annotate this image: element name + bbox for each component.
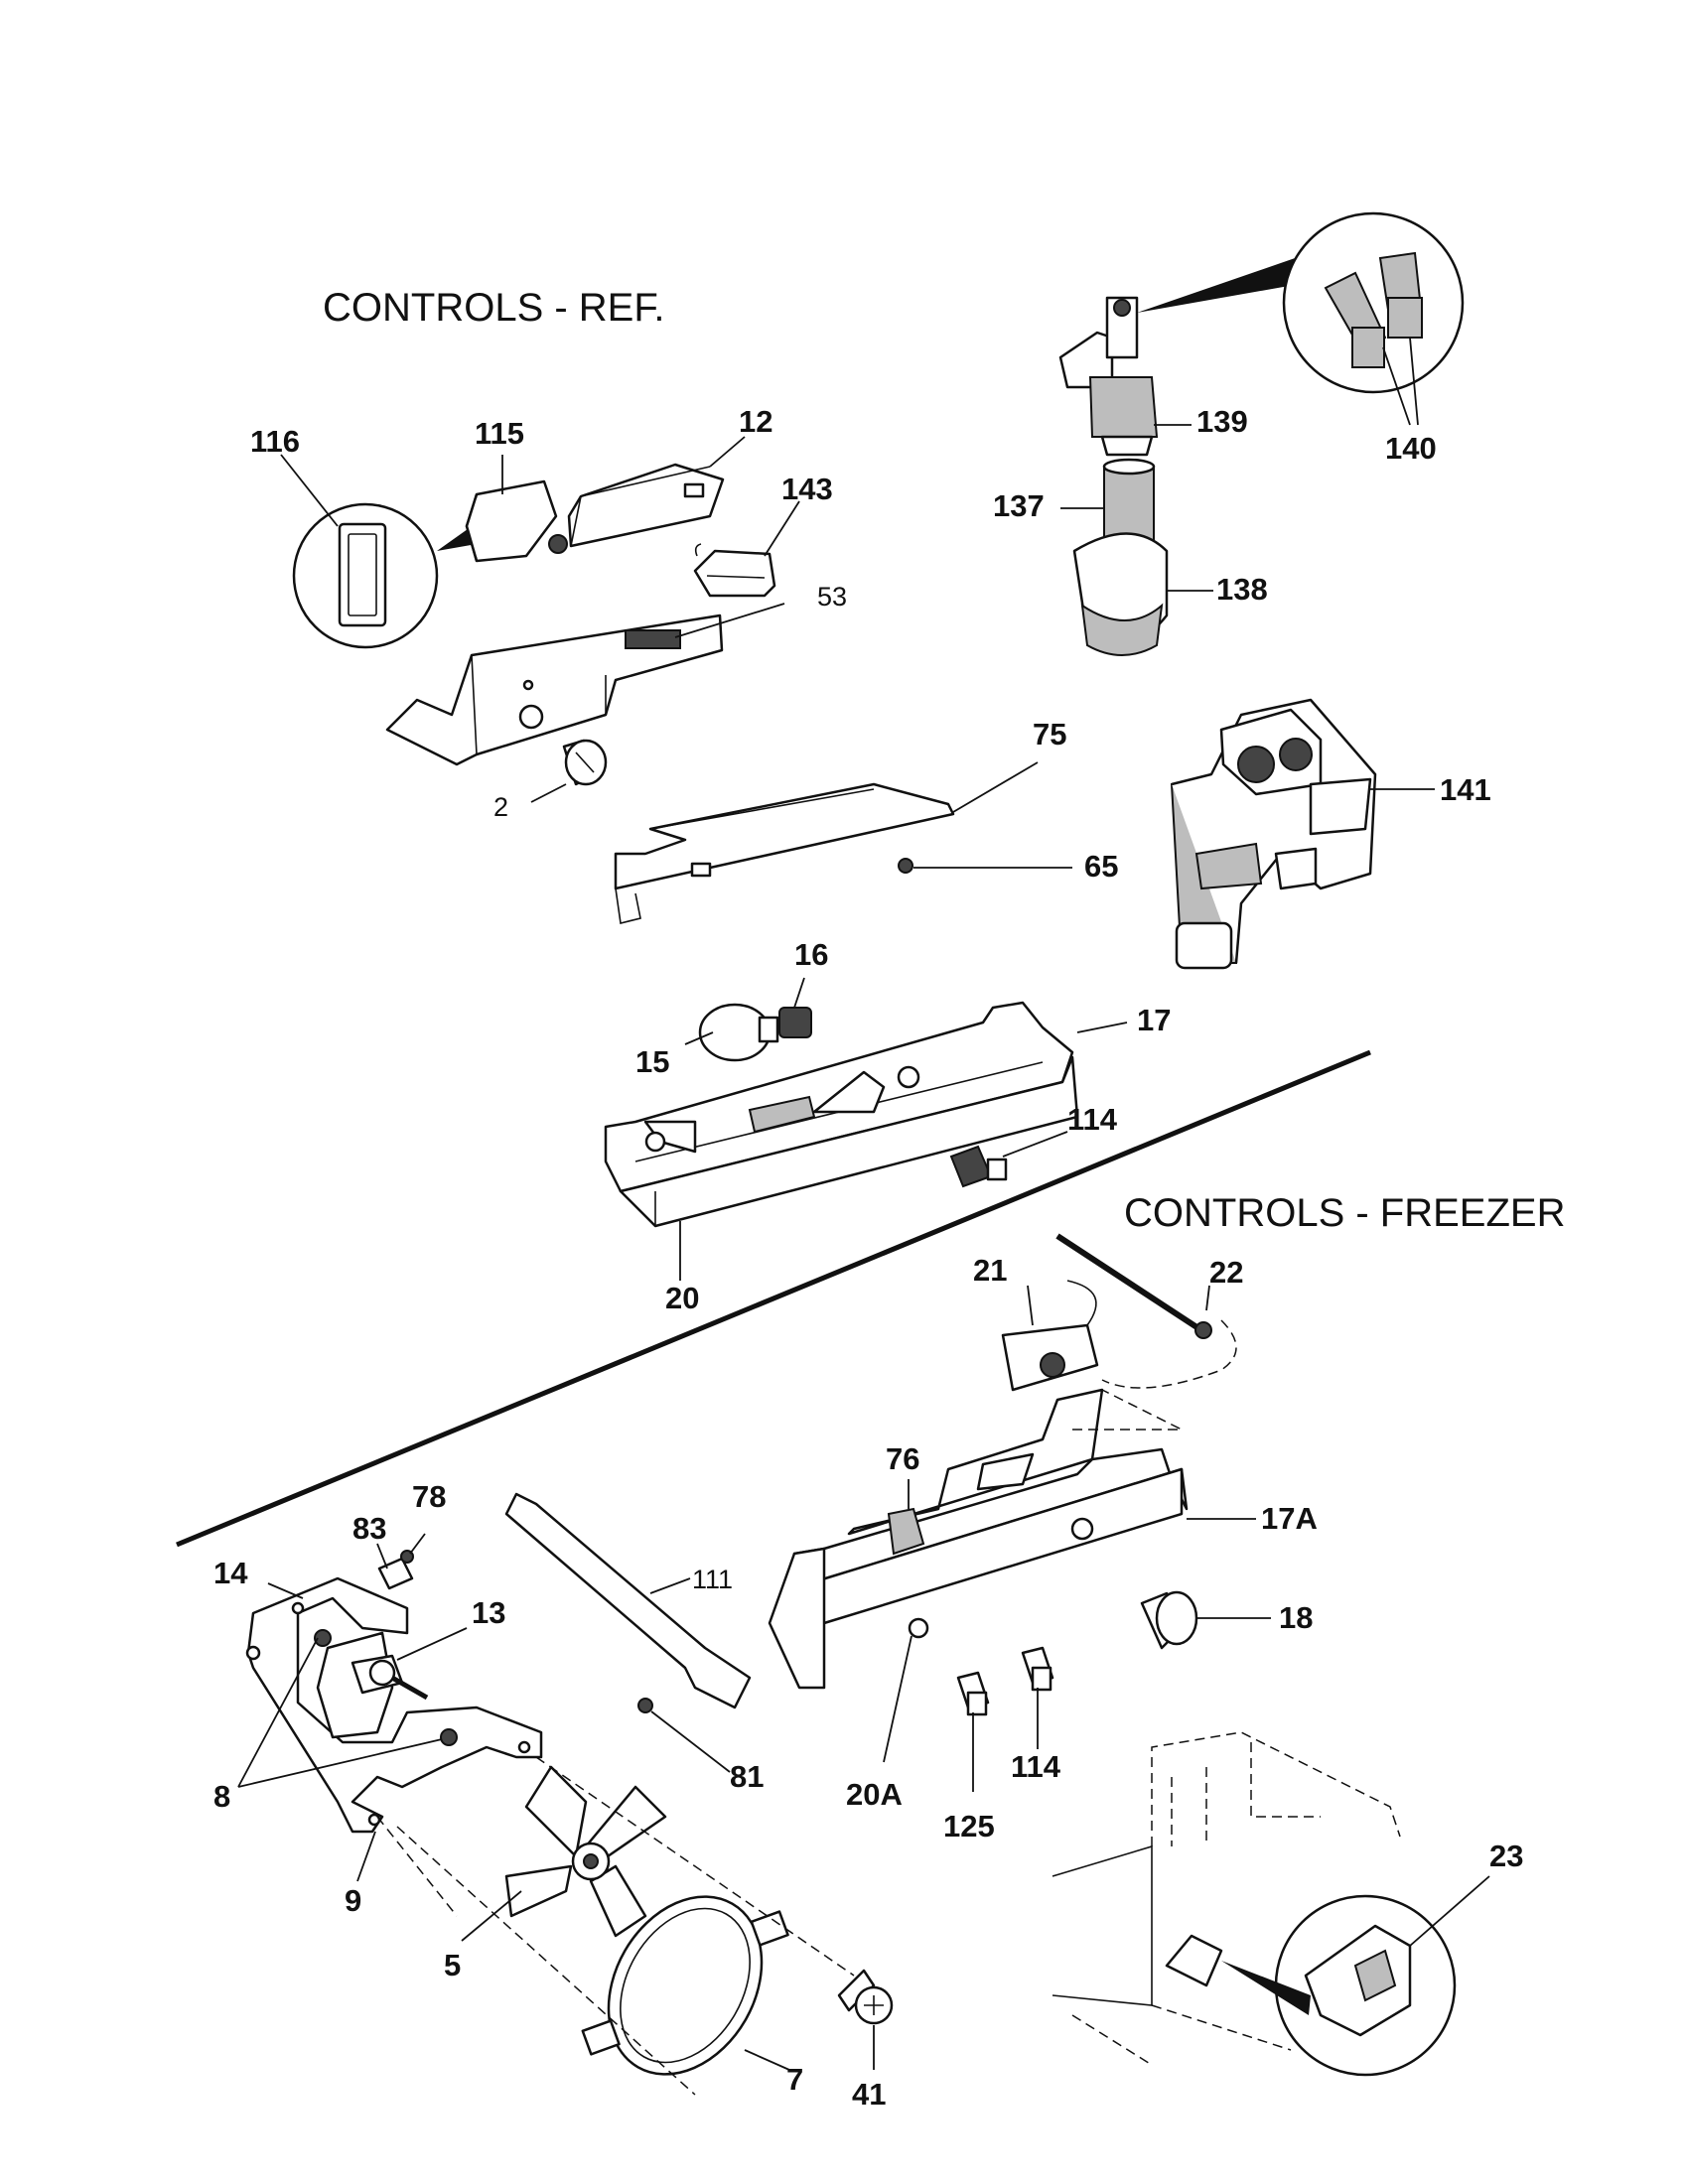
freezer-knob-125 — [956, 1671, 990, 1792]
callout-141: 141 — [1440, 772, 1491, 807]
water-valve — [1170, 698, 1435, 970]
light-bulb — [698, 1003, 779, 1062]
callout-13: 13 — [472, 1595, 505, 1630]
callout-22: 22 — [1209, 1255, 1243, 1290]
screw-41 — [837, 1969, 894, 2070]
sensing-tube — [1055, 1233, 1237, 1389]
callout-65: 65 — [1084, 849, 1118, 884]
ref-knob-114 — [949, 1131, 1068, 1188]
callout-8: 8 — [213, 1779, 230, 1814]
callout-115: 115 — [475, 416, 524, 451]
callout-114-freezer: 114 — [1011, 1749, 1061, 1784]
callout-5: 5 — [444, 1948, 461, 1982]
control-panel — [385, 603, 785, 766]
callout-17: 17 — [1137, 1003, 1171, 1037]
fan-blade — [461, 1765, 667, 1942]
mounting-bracket — [614, 761, 1039, 924]
section-divider — [176, 1049, 1371, 1548]
callout-111: 111 — [692, 1565, 733, 1594]
callout-116: 116 — [250, 424, 300, 459]
callout-20: 20 — [665, 1281, 699, 1315]
callout-18: 18 — [1279, 1600, 1313, 1635]
damper-detail — [1221, 1875, 1490, 2077]
callout-137: 137 — [993, 488, 1045, 523]
screw-65 — [898, 858, 1072, 874]
callout-81: 81 — [730, 1759, 764, 1794]
screw-81 — [637, 1698, 731, 1773]
callout-140: 140 — [1385, 431, 1437, 466]
callout-76: 76 — [886, 1441, 919, 1476]
freezer-section-title: CONTROLS - FREEZER — [1124, 1191, 1565, 1235]
callout-125: 125 — [943, 1809, 995, 1843]
callout-15: 15 — [635, 1044, 669, 1079]
fittings-detail — [1282, 211, 1465, 426]
fan-shroud — [581, 1895, 790, 2076]
cabinet-corner — [1052, 1731, 1401, 2066]
clip-83 — [376, 1543, 414, 1590]
knob — [530, 739, 608, 803]
freezer-knob-114 — [1021, 1646, 1054, 1749]
callout-21: 21 — [973, 1253, 1007, 1288]
callout-53: 53 — [817, 582, 847, 612]
callout-114-ref: 114 — [1067, 1102, 1118, 1137]
gasket-detail — [280, 454, 477, 649]
callout-41: 41 — [852, 2077, 886, 2112]
callout-138: 138 — [1216, 572, 1268, 607]
callout-75: 75 — [1033, 717, 1066, 751]
water-filter-assembly — [1058, 256, 1306, 656]
ref-control-box — [604, 1001, 1128, 1281]
callout-17A: 17A — [1261, 1501, 1318, 1536]
callout-14: 14 — [213, 1556, 248, 1590]
callout-12: 12 — [739, 404, 772, 439]
freezer-hole-20A — [883, 1617, 929, 1763]
callout-139: 139 — [1196, 404, 1248, 439]
ref-section-title: CONTROLS - REF. — [323, 286, 664, 330]
callout-83: 83 — [352, 1511, 386, 1546]
freezer-knob-18 — [1140, 1590, 1271, 1650]
callout-16: 16 — [794, 937, 828, 972]
callout-2: 2 — [493, 792, 508, 822]
light-socket — [684, 977, 812, 1045]
freezer-switch — [887, 1479, 925, 1556]
screw-78 — [400, 1533, 426, 1564]
callout-23: 23 — [1489, 1839, 1523, 1873]
clip — [693, 500, 800, 598]
callout-20A: 20A — [846, 1777, 903, 1812]
grommet-8 — [237, 1637, 443, 1788]
bracket-foot-9 — [356, 1831, 376, 1882]
rod — [504, 1492, 752, 1709]
fan-motor — [316, 1627, 468, 1739]
callout-78: 78 — [412, 1479, 446, 1514]
callout-7: 7 — [786, 2062, 803, 2097]
freezer-thermostat — [1001, 1280, 1099, 1392]
callout-9: 9 — [345, 1883, 361, 1918]
switch-bracket — [465, 455, 568, 563]
callout-143: 143 — [781, 472, 833, 506]
control-housing — [567, 436, 746, 548]
